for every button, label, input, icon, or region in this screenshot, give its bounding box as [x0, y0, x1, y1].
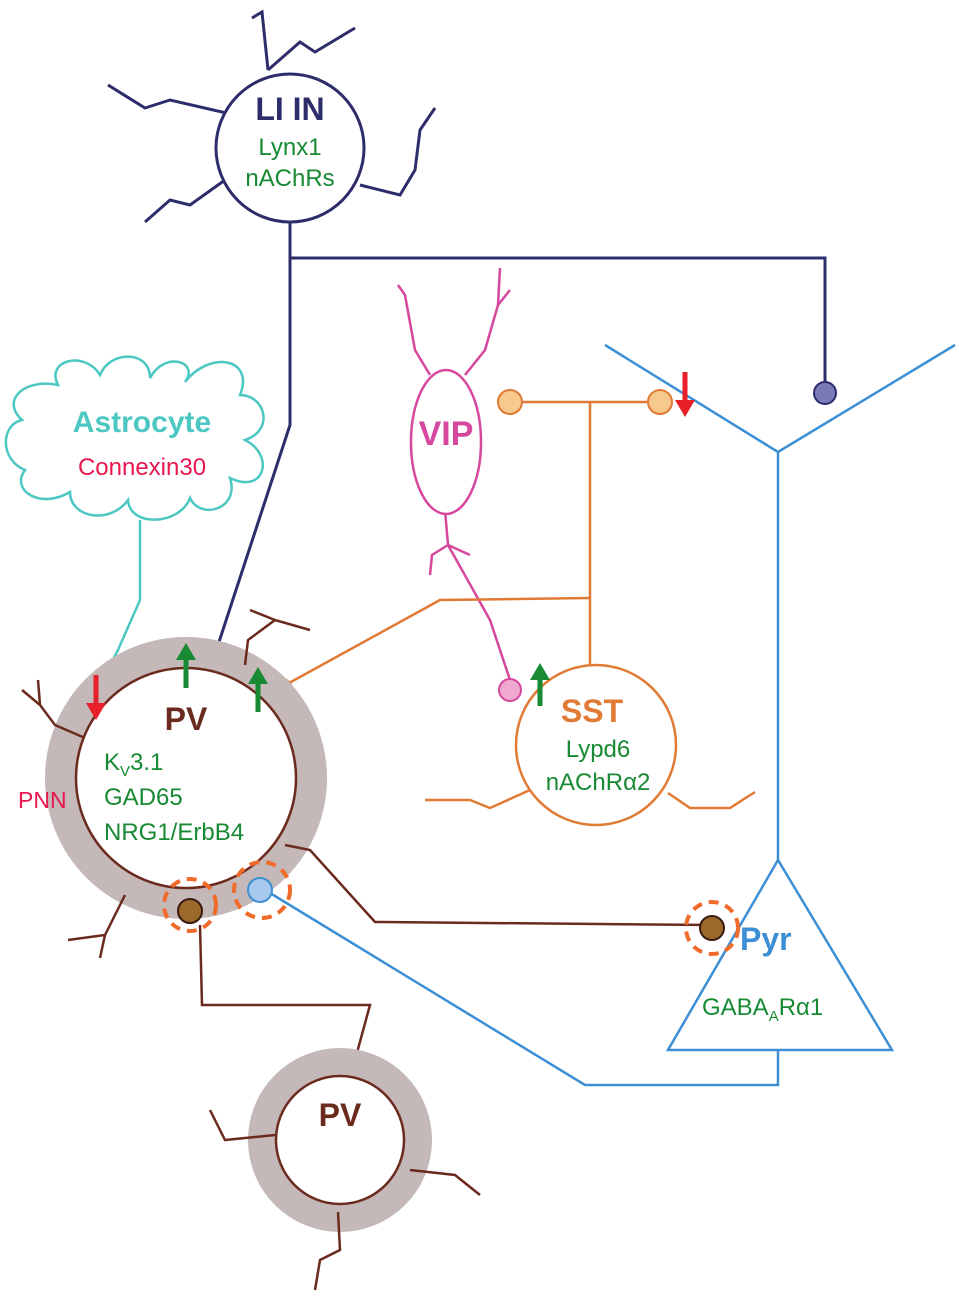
arrow-down-astrocyte-pv — [86, 675, 106, 720]
sst-soma — [514, 663, 678, 827]
pyr-soma — [665, 857, 895, 1052]
sst-dendrite — [425, 788, 531, 810]
sst-synapse-pyr — [647, 389, 673, 415]
vip-dendrite — [396, 284, 432, 376]
pv-dendrite — [98, 934, 107, 959]
vip-name: VIP — [419, 415, 474, 453]
li-in-marker-lynx1: Lynx1 — [258, 134, 321, 161]
pv-lower-dendrite — [208, 1109, 276, 1142]
li-in-dendrite — [144, 178, 226, 224]
pv-main-name: PV — [165, 701, 208, 737]
pv-dendrite — [249, 608, 276, 622]
sst-axon-to-pv — [279, 596, 591, 690]
astrocyte-cell — [4, 355, 265, 701]
li-in-axon-to-pv — [216, 222, 292, 646]
vip-dendrite — [428, 509, 450, 576]
li-in-soma — [214, 72, 366, 224]
astrocyte-body — [4, 355, 265, 521]
pv-marker-kv-rest: 3.1 — [130, 749, 163, 776]
pv-lower-soma — [274, 1074, 406, 1206]
pv-lower-cell — [208, 1074, 481, 1291]
pv-main-cell — [21, 608, 713, 1061]
sst-marker-nachra2: nAChRα2 — [546, 769, 651, 796]
sst-name: SST — [561, 693, 624, 729]
pv-marker-kv-base: K — [104, 749, 120, 776]
pnn-label: PNN — [18, 787, 67, 813]
vip-synapse-sst — [498, 678, 522, 702]
sst-cell — [279, 400, 756, 827]
li-in-dendrite — [251, 9, 270, 71]
pv-lower-pnn — [248, 1048, 432, 1232]
arrow-up-sst-vip — [530, 663, 550, 706]
pyr-axon-to-pv — [269, 891, 780, 1087]
li-in-marker-nachrs: nAChRs — [245, 165, 334, 192]
sst-synapse-vip — [497, 389, 523, 415]
astrocyte-name: Astrocyte — [73, 406, 211, 439]
astrocyte-marker: Connexin30 — [78, 454, 206, 481]
pv-marker-gad65: GAD65 — [104, 784, 183, 811]
pyr-marker-rest: Rα1 — [779, 994, 824, 1021]
li-in-cell — [107, 9, 827, 646]
pv-dendrite — [67, 894, 127, 942]
pyr-marker: GABAARα1 — [702, 994, 823, 1025]
li-in-axon-to-pyr — [290, 256, 827, 385]
pv-marker-kv31: KV3.1 — [104, 749, 163, 780]
vip-soma — [409, 368, 483, 516]
pv-marker-kv-sub: V — [120, 763, 130, 780]
vip-dendrite — [447, 543, 471, 557]
pv-marker-nrg1-erbb4: NRG1/ErbB4 — [104, 819, 244, 846]
pv-synapse-pyr-dashed-ring — [684, 900, 740, 956]
vip-axon-to-sst — [446, 544, 512, 681]
sst-marker-lypd6: Lypd6 — [566, 736, 631, 763]
li-in-dendrite — [267, 26, 356, 72]
pv-axon-to-pyr — [284, 843, 713, 927]
sst-dendrite — [667, 790, 756, 810]
li-in-name: LI IN — [255, 91, 324, 127]
pyr-name: Pyr — [740, 921, 792, 957]
pv-autapse-dashed-ring — [162, 877, 218, 933]
pyr-cell — [269, 343, 956, 1087]
pv-axon-to-lower-pv — [198, 924, 372, 1061]
vip-cell — [396, 267, 512, 681]
pv-dendrite — [21, 689, 86, 740]
pyr-marker-sub: A — [769, 1008, 779, 1025]
arrow-up-pv-li — [176, 643, 196, 688]
pv-autapse-synapse — [177, 898, 203, 924]
arrow-down-sst-pyr — [675, 372, 695, 417]
vip-dendrite — [464, 267, 502, 376]
arrow-up-pv-sst — [248, 667, 268, 712]
pv-synapse-pyr — [699, 915, 725, 941]
vip-dendrite — [497, 289, 511, 306]
li-in-dendrite — [107, 83, 236, 117]
pv-lower-dendrite — [313, 1211, 342, 1291]
pyr-synapse-pv — [247, 877, 273, 903]
pyr-marker-base: GABA — [702, 994, 769, 1021]
pv-lower-name: PV — [319, 1097, 362, 1133]
pv-dendrite — [243, 618, 311, 666]
li-in-dendrite — [359, 107, 437, 197]
li-in-synapse-pyr — [813, 381, 837, 405]
pv-dendrite — [36, 679, 42, 706]
pyr-synapse-dashed-ring — [232, 860, 292, 920]
pv-lower-dendrite — [409, 1168, 481, 1196]
